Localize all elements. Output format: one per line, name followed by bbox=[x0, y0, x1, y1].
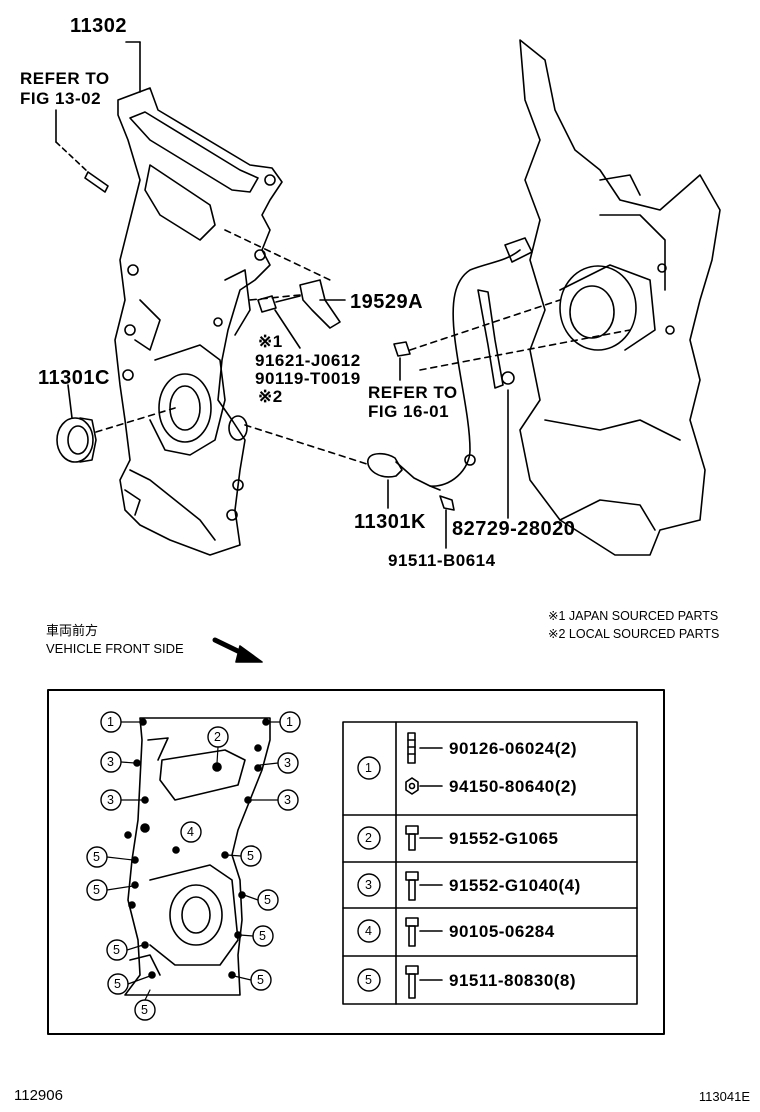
callout-11302[interactable]: 11302 bbox=[70, 15, 128, 37]
callout-91511-b0614[interactable]: 91511-B0614 bbox=[388, 551, 496, 570]
marker-3c: 3 bbox=[107, 793, 114, 807]
refer-fig-16-line1[interactable]: REFER TO bbox=[368, 383, 458, 402]
parts-table-grid bbox=[342, 721, 638, 1005]
marker-5e: 5 bbox=[113, 943, 120, 957]
table-key-4: 4 bbox=[365, 924, 372, 938]
timing-cover bbox=[114, 87, 283, 556]
orientation-english: VEHICLE FRONT SIDE bbox=[46, 641, 184, 656]
footer-left-code: 112906 bbox=[14, 1087, 63, 1104]
bracket bbox=[299, 279, 341, 329]
refer-fig-13-line1[interactable]: REFER TO bbox=[20, 69, 110, 88]
refer-fig-13-line2[interactable]: FIG 13-02 bbox=[20, 89, 102, 108]
callout-91621[interactable]: 91621-J0612 bbox=[255, 351, 361, 370]
table-key-2: 2 bbox=[365, 831, 372, 845]
note-mark-2: ※2 bbox=[258, 387, 283, 406]
table-part-94150[interactable]: 94150-80640(2) bbox=[449, 777, 577, 796]
marker-3d: 3 bbox=[284, 793, 291, 807]
table-part-90105[interactable]: 90105-06284 bbox=[449, 922, 555, 941]
marker-5i: 5 bbox=[141, 1003, 148, 1017]
table-part-91552-g1040[interactable]: 91552-G1040(4) bbox=[449, 876, 581, 895]
marker-3b: 3 bbox=[284, 756, 291, 770]
marker-1a: 1 bbox=[107, 715, 114, 729]
marker-3a: 3 bbox=[107, 755, 114, 769]
marker-4: 4 bbox=[187, 825, 194, 839]
bolt-icon-5 bbox=[405, 965, 443, 999]
table-key-5: 5 bbox=[365, 973, 372, 987]
stud-bolt bbox=[84, 171, 109, 193]
marker-5b: 5 bbox=[247, 849, 254, 863]
callout-11301c[interactable]: 11301C bbox=[38, 367, 110, 389]
marker-5d: 5 bbox=[264, 893, 271, 907]
table-part-91511-80830[interactable]: 91511-80830(8) bbox=[449, 971, 577, 990]
stud-icon bbox=[407, 732, 443, 764]
crank-seal-bore bbox=[158, 373, 212, 443]
note-japan-sourced: ※1 JAPAN SOURCED PARTS bbox=[548, 609, 719, 623]
marker-5g: 5 bbox=[114, 977, 121, 991]
oil-seal bbox=[56, 417, 94, 463]
callout-11301k[interactable]: 11301K bbox=[354, 511, 426, 533]
inset-frame bbox=[47, 689, 665, 1035]
marker-5h: 5 bbox=[257, 973, 264, 987]
bolt-icon-3 bbox=[405, 871, 443, 901]
marker-1b: 1 bbox=[286, 715, 293, 729]
footer-right-code: 113041E bbox=[698, 1089, 750, 1104]
marker-5f: 5 bbox=[259, 929, 266, 943]
table-key-3: 3 bbox=[365, 878, 372, 892]
note-local-sourced: ※2 LOCAL SOURCED PARTS bbox=[548, 627, 720, 641]
refer-fig-16-line2[interactable]: FIG 16-01 bbox=[368, 402, 450, 421]
table-part-90126[interactable]: 90126-06024(2) bbox=[449, 739, 577, 758]
engine-block bbox=[519, 39, 721, 556]
marker-5c: 5 bbox=[93, 883, 100, 897]
inset-bolt-dots bbox=[124, 718, 270, 979]
marker-2: 2 bbox=[214, 730, 221, 744]
table-key-1: 1 bbox=[365, 761, 372, 775]
inset-cover bbox=[124, 717, 271, 996]
marker-5a: 5 bbox=[93, 850, 100, 864]
crank-sensor bbox=[367, 452, 403, 478]
sensor-harness bbox=[429, 249, 521, 487]
table-part-91552-g1065[interactable]: 91552-G1065 bbox=[449, 829, 559, 848]
bolt-icon-4 bbox=[405, 917, 443, 947]
callout-90119[interactable]: 90119-T0019 bbox=[255, 369, 361, 388]
orientation-japanese: 車両前方 bbox=[46, 623, 99, 638]
nut-icon bbox=[405, 777, 443, 795]
note-mark-1: ※1 bbox=[258, 332, 283, 351]
callout-19529a[interactable]: 19529A bbox=[350, 291, 424, 313]
bolt-icon-2 bbox=[405, 825, 443, 851]
callout-82729[interactable]: 82729-28020 bbox=[452, 518, 576, 540]
